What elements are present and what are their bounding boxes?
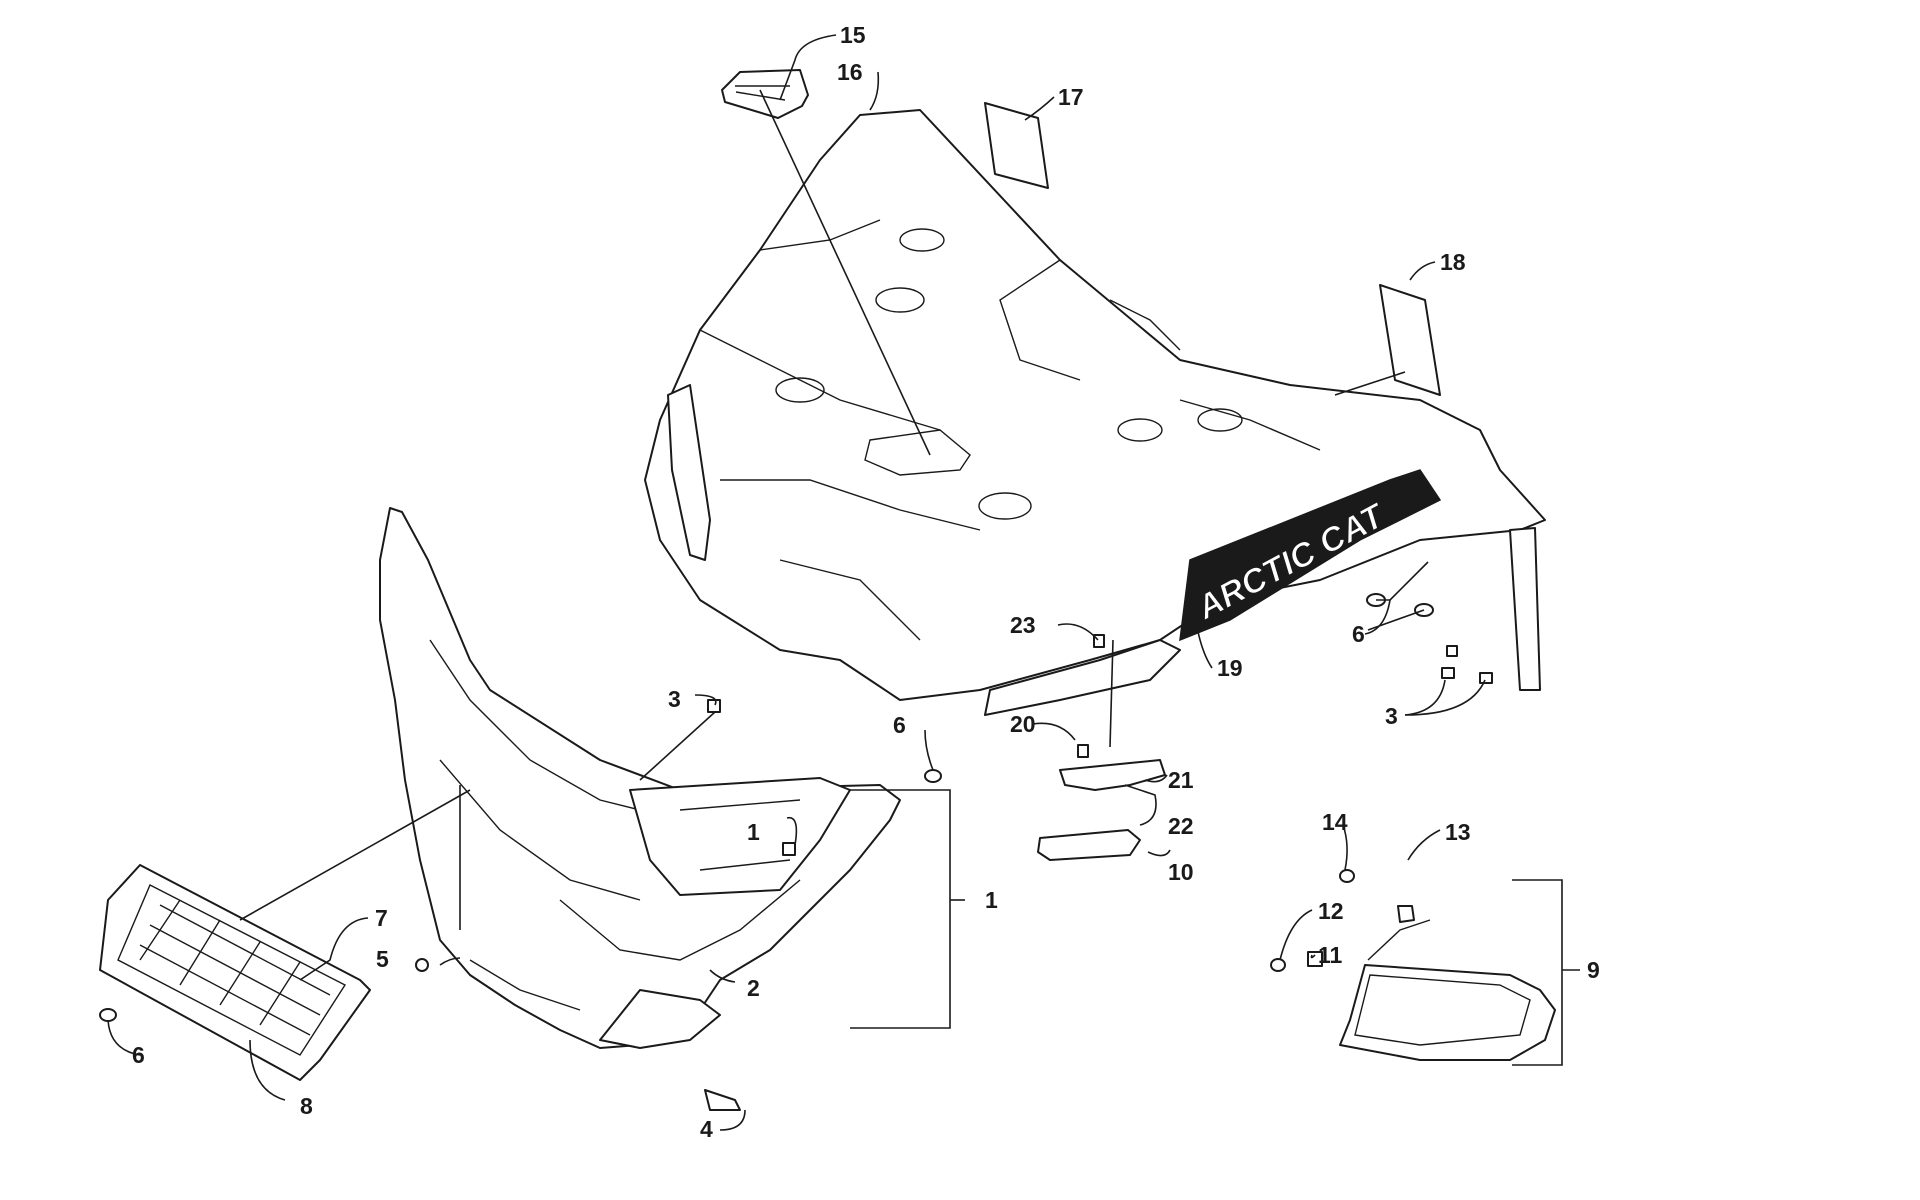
part-17-decal: [984, 102, 1049, 189]
callout-6b: 6: [132, 1042, 145, 1068]
callout-1a: 1: [747, 819, 760, 845]
callout-6c: 6: [1352, 621, 1365, 647]
callout-18: 18: [1440, 249, 1466, 275]
callouts: 15 16 17 18 23 19 6 3 20 21 22 10 14 13 …: [132, 22, 1600, 1142]
callout-20: 20: [1010, 711, 1036, 737]
callout-10: 10: [1168, 859, 1194, 885]
callout-11: 11: [1318, 942, 1343, 968]
callout-6a: 6: [893, 712, 906, 738]
callout-19: 19: [1217, 655, 1243, 681]
part-1-front-fascia: [379, 507, 901, 1049]
hardware: [99, 593, 1493, 1111]
part-7-grille: [99, 864, 371, 1081]
callout-13: 13: [1445, 819, 1471, 845]
callout-23: 23: [1010, 612, 1036, 638]
callout-14: 14: [1322, 809, 1348, 835]
part-16-front-fender: ARCTIC CAT: [644, 109, 1546, 716]
callout-7: 7: [375, 905, 388, 931]
part-10-reflector: [1037, 829, 1141, 861]
part-18-decal: [1379, 284, 1441, 396]
callout-17: 17: [1058, 84, 1084, 110]
callout-12: 12: [1318, 898, 1344, 924]
callout-22: 22: [1168, 813, 1194, 839]
callout-9: 9: [1587, 957, 1600, 983]
callout-2: 2: [747, 975, 760, 1001]
callout-21: 21: [1168, 767, 1194, 793]
callout-1b: 1: [985, 887, 998, 913]
callout-8: 8: [300, 1093, 313, 1119]
part-15-emblem: [721, 69, 809, 119]
callout-3a: 3: [668, 686, 681, 712]
callout-5: 5: [376, 946, 389, 972]
leader-lines: [107, 34, 1580, 1131]
callout-16: 16: [837, 59, 863, 85]
callout-4: 4: [700, 1116, 713, 1142]
callout-3b: 3: [1385, 703, 1398, 729]
part-21-bracket: [1059, 759, 1166, 791]
part-9-headlight: [1339, 905, 1556, 1061]
callout-15: 15: [840, 22, 866, 48]
